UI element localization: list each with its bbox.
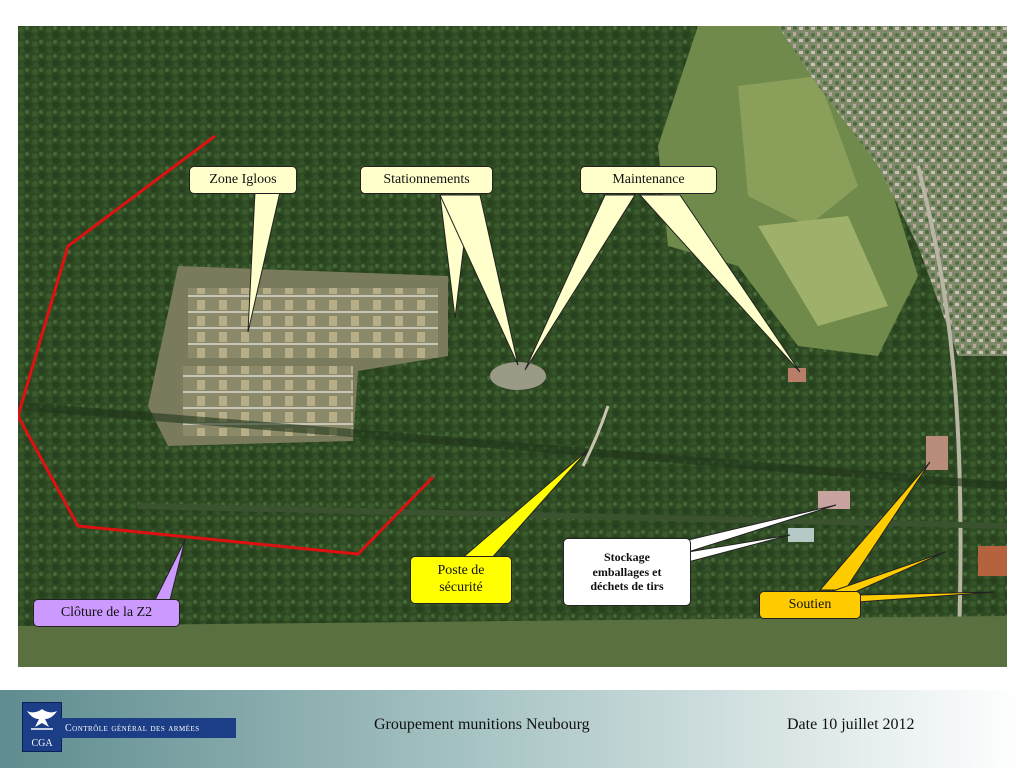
callout-stationnements: Stationnements [360, 166, 493, 194]
callout-soutien: Soutien [759, 591, 861, 619]
callout-stockage-line1: Stockage [604, 550, 650, 565]
callout-zone-igloos-label: Zone Igloos [209, 171, 277, 187]
callout-poste-line1: Poste de [437, 563, 485, 579]
callout-soutien-label: Soutien [788, 596, 832, 612]
cga-logo: CGA [22, 702, 62, 752]
building [926, 436, 948, 470]
footer-title: Groupement munitions Neubourg [374, 716, 590, 733]
fence-line [18, 134, 435, 556]
callout-poste-line2: sécurité [439, 580, 483, 595]
callout-maintenance: Maintenance [580, 166, 717, 194]
logo-name-box: Contrôle général des armées [60, 718, 236, 738]
footer-date: Date 10 juillet 2012 [787, 716, 915, 733]
building [978, 546, 1007, 576]
callout-stockage: Stockage emballages et déchets de tirs [563, 538, 691, 606]
building [788, 528, 814, 542]
callout-cloture-label: Clôture de la Z2 [60, 604, 153, 620]
callout-poste-securite: Poste de sécurité [410, 556, 512, 604]
parking-area [490, 362, 546, 390]
footer-bar: CGA Contrôle général des armées Groupeme… [0, 690, 1024, 768]
callout-stockage-line3: déchets de tirs [590, 579, 664, 594]
logo-abbr: CGA [31, 738, 53, 749]
eagle-emblem-icon [27, 709, 57, 730]
building [818, 491, 850, 509]
callout-maintenance-label: Maintenance [612, 171, 685, 187]
village [778, 26, 1007, 356]
callout-stockage-line2: emballages et [592, 564, 662, 579]
aerial-map [18, 26, 1007, 667]
logo-name: Contrôle général des armées [65, 722, 200, 734]
callout-zone-igloos: Zone Igloos [189, 166, 297, 194]
callout-cloture: Clôture de la Z2 [33, 599, 180, 627]
callout-stationnements-label: Stationnements [383, 171, 470, 187]
building [788, 368, 806, 382]
